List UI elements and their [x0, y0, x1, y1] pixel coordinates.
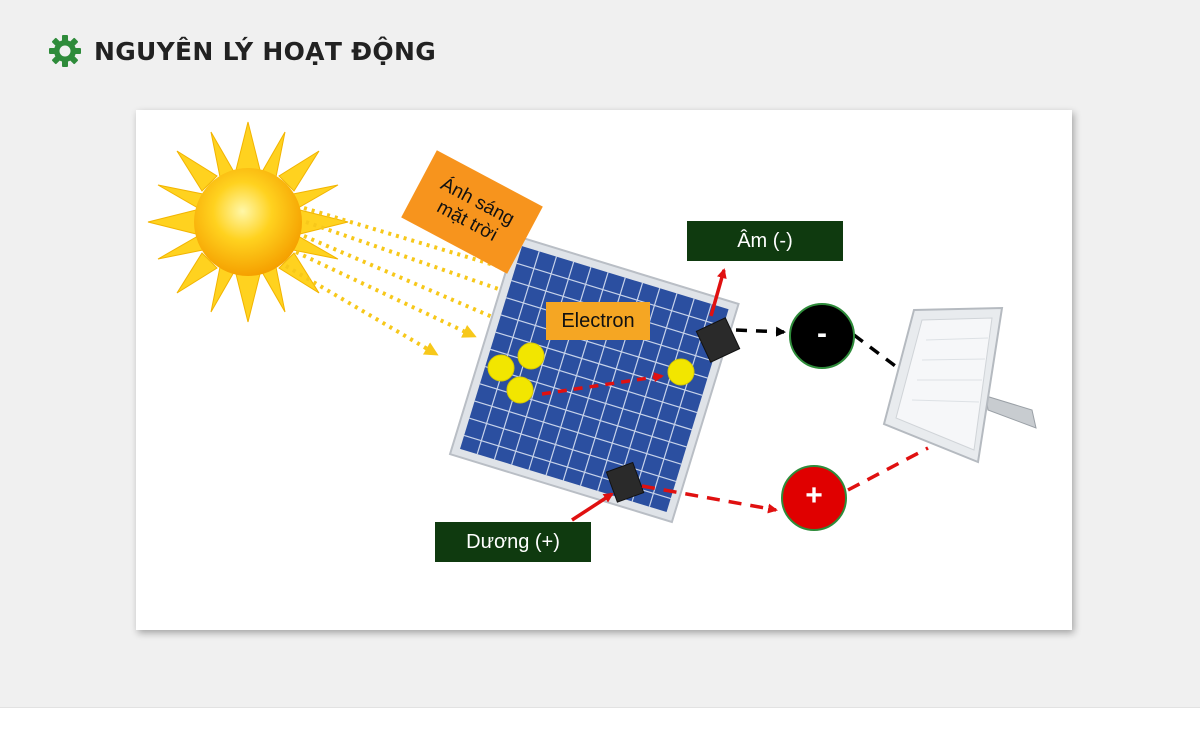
- flood-light: [882, 306, 1037, 464]
- negative-sign: -: [817, 317, 827, 350]
- negative-label: Âm (-): [687, 221, 843, 261]
- positive-terminal: [781, 465, 847, 531]
- footer-strip: [0, 707, 1200, 730]
- negative-junction-box: [695, 317, 741, 363]
- positive-junction-box: [605, 461, 645, 503]
- negative-label-arrow: [709, 268, 727, 317]
- sun-icon: [147, 121, 349, 323]
- electron-particle: [487, 354, 515, 382]
- electron-flow-arrow: [541, 372, 664, 396]
- electron-particles: [487, 342, 695, 404]
- positive-label: Dương (+): [435, 522, 591, 562]
- gear-icon: [49, 35, 81, 67]
- negative-wire-to-light: [852, 333, 900, 370]
- positive-wire: [641, 484, 778, 514]
- page-header: NGUYÊN LÝ HOẠT ĐỘNG: [48, 34, 436, 68]
- diagram-card: Ánh sáng mặt trời Electron Âm (-) Dương …: [136, 110, 1072, 630]
- negative-terminal: [789, 303, 855, 369]
- electron-particle: [506, 376, 534, 404]
- positive-label-arrow: [571, 492, 614, 522]
- page-title: NGUYÊN LÝ HOẠT ĐỘNG: [94, 36, 437, 66]
- positive-sign: +: [805, 479, 823, 512]
- negative-wire: [735, 326, 786, 337]
- solar-panel: [448, 234, 740, 524]
- electron-particle: [517, 342, 545, 370]
- solar-diagram: [147, 121, 1037, 531]
- electron-label: Electron: [546, 302, 650, 340]
- electron-particle: [667, 358, 695, 386]
- positive-wire-to-light: [847, 446, 929, 492]
